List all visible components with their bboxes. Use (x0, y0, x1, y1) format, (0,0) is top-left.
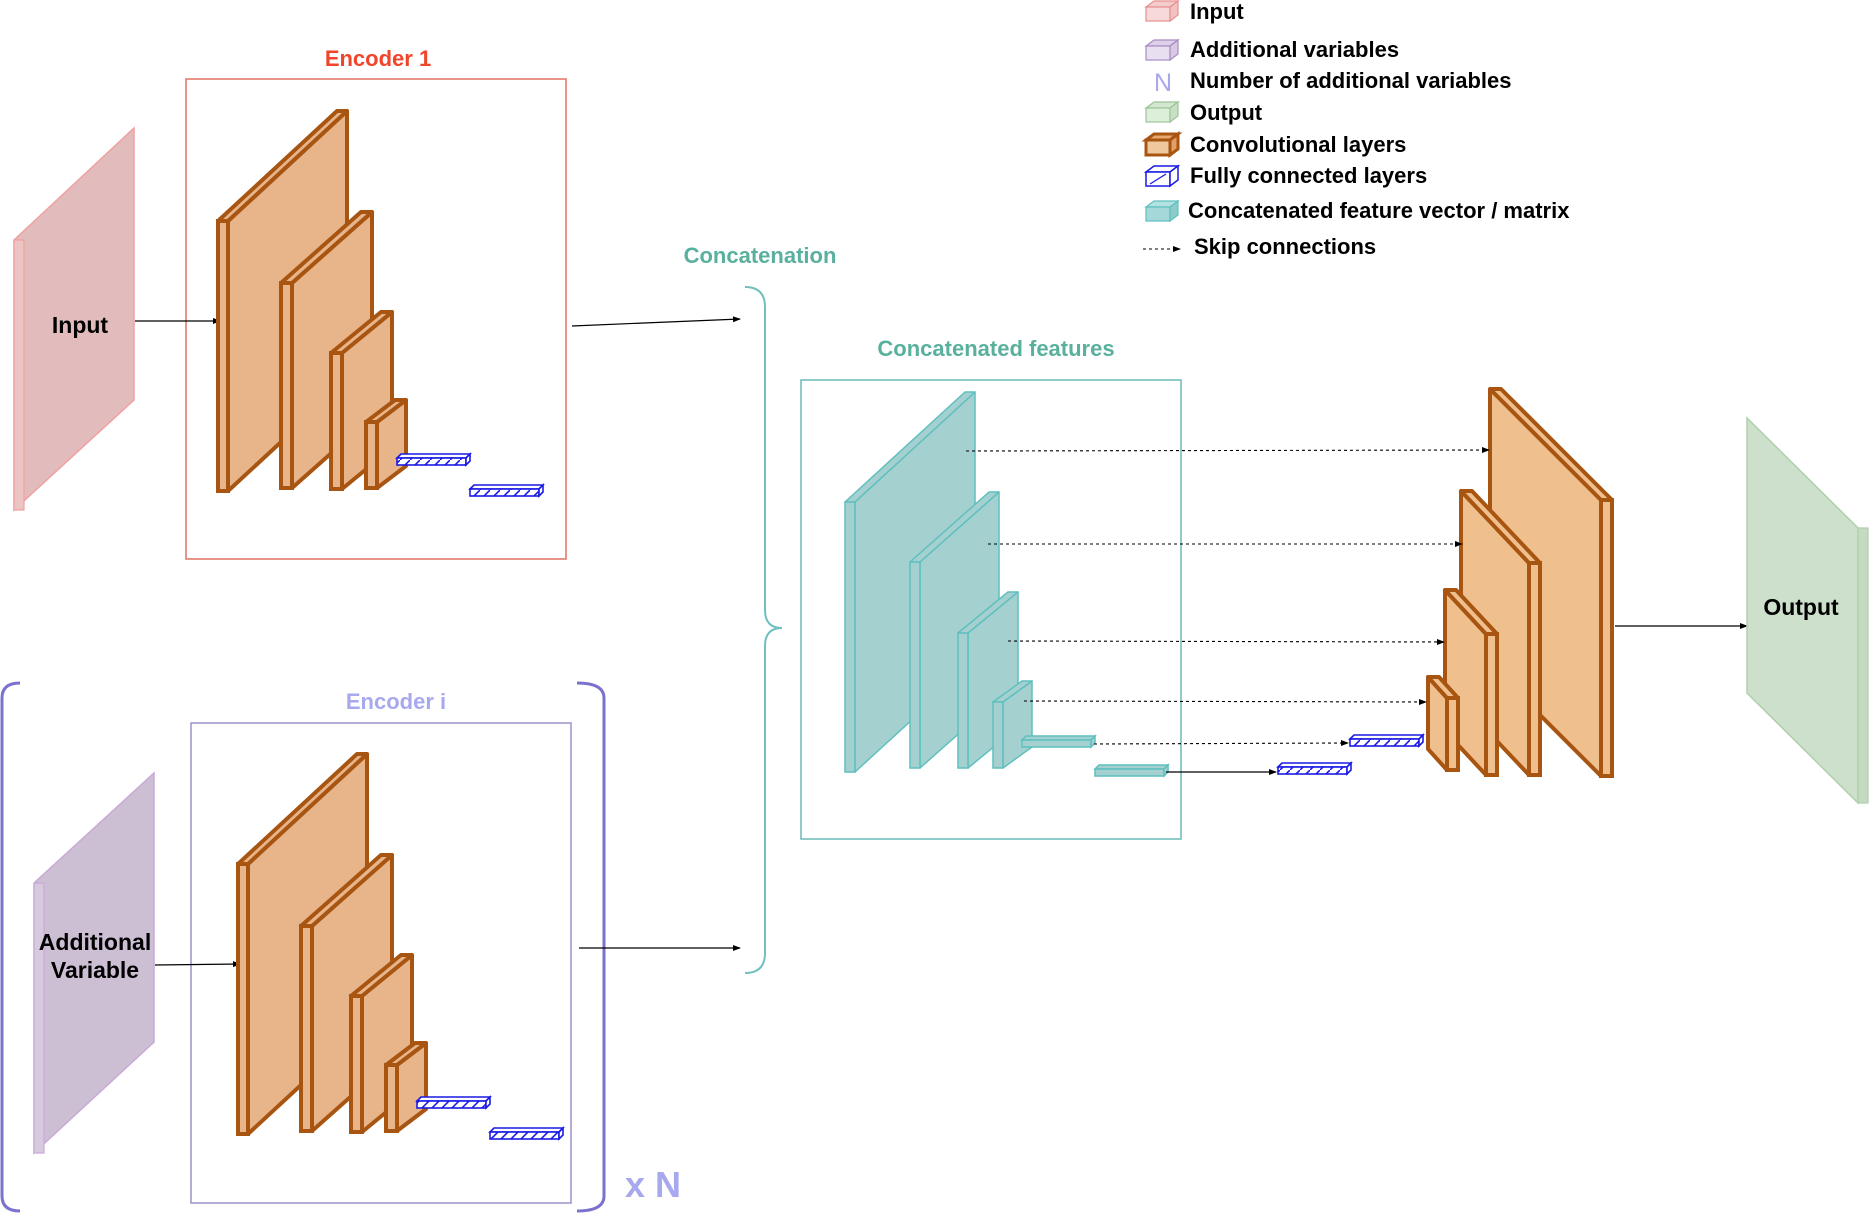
additional-block-icon (1144, 38, 1180, 62)
encoder-1: Encoder 1 Input (13, 46, 567, 560)
conv-layer (329, 310, 394, 491)
fc-layer (1348, 733, 1425, 748)
skip-connection-3 (1007, 638, 1445, 645)
fc-layer-icon (1143, 164, 1181, 188)
concatenated-features-stack (844, 391, 1033, 773)
input-block-label: Input (52, 312, 109, 338)
legend: Input Additional variables N Number of a… (1141, 0, 1570, 259)
fc-layer (468, 483, 545, 498)
fc-layer (415, 1095, 492, 1110)
conv-layer (364, 398, 408, 490)
legend-label-conv: Convolutional layers (1190, 132, 1406, 157)
fc-layer (1276, 761, 1353, 776)
n-symbol-icon: N (1154, 69, 1172, 97)
concat-feature-icon (1144, 199, 1180, 223)
encoder-1-box (185, 78, 567, 560)
fc-layer (395, 452, 472, 467)
legend-label-input: Input (1190, 0, 1244, 24)
encoder-1-fc-layers (395, 452, 545, 498)
output-block-icon (1144, 100, 1180, 124)
encoder-i-title: Encoder i (346, 689, 446, 714)
concat-feature-vector (1093, 763, 1170, 778)
conv-layer-icon (1141, 131, 1183, 158)
encoder-i-box (190, 722, 572, 1204)
encoder-i-conv-stack (236, 752, 428, 1136)
input-block-icon (1144, 0, 1180, 23)
skip-connections (965, 447, 1490, 775)
decoder-fc-layers (1276, 733, 1425, 776)
encoder-1-to-concat-arrow (571, 316, 741, 327)
legend-label-additional: Additional variables (1190, 37, 1399, 62)
concatenated-features: Concatenated features (800, 336, 1182, 840)
conv-layer (1426, 675, 1460, 772)
legend-label-number-additional: Number of additional variables (1190, 68, 1512, 93)
encoder-i-fc-layers (415, 1095, 565, 1141)
input-block: Input (13, 126, 135, 512)
skip-connection-4 (1023, 698, 1427, 705)
additional-to-encoder-i-arrow (154, 961, 241, 968)
legend-label-output: Output (1190, 100, 1263, 125)
legend-label-skip: Skip connections (1194, 234, 1376, 259)
encoder-i: Encoder i x N Additional Variable (0, 681, 681, 1213)
additional-variable-block: Additional Variable (33, 771, 155, 1155)
concat-feature-vector (1020, 734, 1097, 749)
additional-variable-label-line1: Additional (39, 929, 151, 955)
fc-layer (488, 1126, 565, 1141)
encoder-1-title: Encoder 1 (325, 46, 431, 71)
concatenated-vectors (1020, 734, 1170, 778)
concatenated-features-box (800, 379, 1182, 840)
output-block-label: Output (1763, 594, 1839, 620)
times-n-label: x N (625, 1164, 681, 1205)
concatenation-title: Concatenation (684, 243, 837, 268)
additional-variable-label-line2: Variable (51, 957, 139, 983)
conv-layer (384, 1041, 428, 1133)
legend-label-fc: Fully connected layers (1190, 163, 1427, 188)
skip-connection-5 (1093, 740, 1349, 747)
encoder-1-conv-stack (216, 109, 408, 493)
skip-connection-1 (965, 447, 1490, 454)
decoder-conv-stack (1426, 387, 1614, 778)
left-bracket (0, 681, 21, 1213)
right-bracket (576, 681, 606, 1213)
output-block: Output (1746, 416, 1869, 805)
concatenated-features-title: Concatenated features (877, 336, 1114, 361)
legend-label-concat: Concatenated feature vector / matrix (1188, 198, 1570, 223)
concatenation: Concatenation (571, 243, 837, 974)
concatenation-brace (744, 286, 783, 974)
decoder: Output (965, 387, 1869, 805)
